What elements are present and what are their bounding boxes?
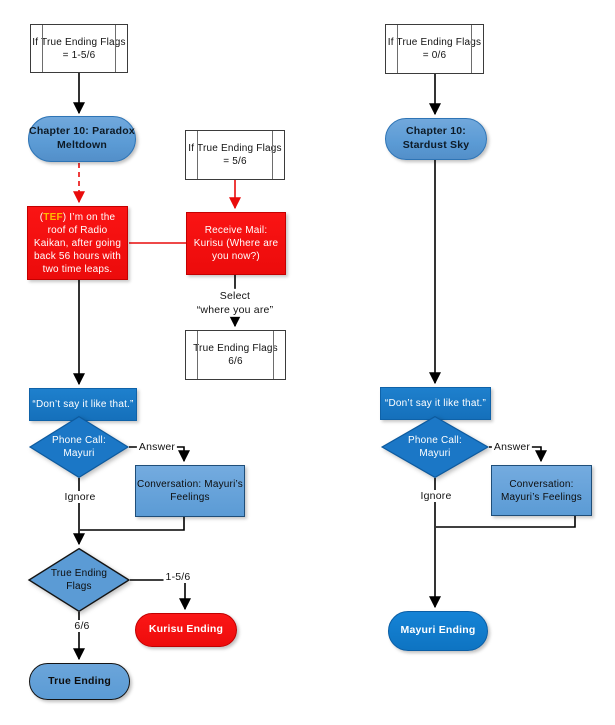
flags-decision-text: True Ending Flags	[50, 568, 108, 592]
kurisu-ending-text: Kurisu Ending	[148, 623, 224, 636]
ignore-label-left: Ignore	[62, 491, 98, 503]
conversation-box-right-text: Conversation: Mayuri’s Feelings	[500, 478, 583, 503]
answer-label-left: Answer	[136, 441, 178, 453]
conversation-box-left: Conversation: Mayuri’s Feelings	[135, 465, 245, 517]
receive-mail-node: Receive Mail: Kurisu (Where are you now?…	[186, 212, 286, 275]
quote-dont-say-left-text: “Don’t say it like that.”	[32, 399, 134, 410]
tef-paren-open: (	[39, 211, 44, 223]
true-ending-text: True Ending	[48, 674, 111, 687]
diamond-shape	[29, 416, 129, 478]
condition-flags-5-text: If True Ending Flags = 5/6	[188, 143, 282, 167]
branch-label-6-6: 6/6	[72, 620, 92, 632]
tef-rest-text: ) I’m on the roof of Radio Kaikan, after…	[33, 211, 122, 275]
tef-mail-note: (TEF) I’m on the roof of Radio Kaikan, a…	[27, 206, 128, 280]
condition-flags-0: If True Ending Flags = 0/6	[385, 24, 484, 74]
conversation-box-left-text: Conversation: Mayuri’s Feelings	[137, 479, 243, 503]
phone-call-decision-left-text: Phone Call: Mayuri	[52, 435, 106, 459]
tef-highlight: TEF	[43, 211, 63, 223]
ignore-label-right: Ignore	[418, 490, 454, 502]
true-ending-node: True Ending	[29, 663, 130, 700]
quote-dont-say-right: “Don’t say it like that.”	[380, 387, 491, 420]
receive-mail-text: Receive Mail: Kurisu (Where are you now?…	[193, 225, 279, 262]
chapter-paradox-meltdown-text: Chapter 10: Paradox Meltdown	[29, 125, 135, 151]
flags-66-node: True Ending Flags 6/6	[185, 330, 286, 380]
conversation-box-right: Conversation: Mayuri’s Feelings	[491, 465, 592, 516]
answer-label-right: Answer	[491, 441, 533, 453]
condition-flags-1-5-text: If True Ending Flags = 1-5/6	[32, 36, 126, 61]
mayuri-ending-text: Mayuri Ending	[400, 624, 476, 637]
edge-conv-return-right	[436, 516, 576, 528]
condition-flags-1-5: If True Ending Flags = 1-5/6	[30, 24, 128, 73]
flags-decision: True Ending Flags	[28, 548, 130, 612]
chapter-stardust-sky-text: Chapter 10: Stardust Sky	[402, 125, 470, 151]
phone-call-decision-right: Phone Call: Mayuri	[381, 416, 489, 478]
select-label-line2: “where you are”	[196, 304, 274, 316]
edge-conv-return-left	[80, 517, 185, 531]
diamond-shape	[28, 548, 130, 612]
branch-label-1-5-6: 1-5/6	[163, 571, 193, 583]
kurisu-ending-node: Kurisu Ending	[135, 613, 237, 647]
chapter-stardust-sky: Chapter 10: Stardust Sky	[385, 118, 487, 160]
mayuri-ending-node: Mayuri Ending	[388, 611, 488, 651]
diamond-shape	[381, 416, 489, 478]
phone-call-decision-right-text: Phone Call: Mayuri	[408, 435, 462, 459]
condition-flags-5: If True Ending Flags = 5/6	[185, 130, 285, 180]
chapter-paradox-meltdown: Chapter 10: Paradox Meltdown	[28, 116, 136, 162]
flags-66-text: True Ending Flags 6/6	[193, 343, 278, 367]
phone-call-decision-left: Phone Call: Mayuri	[29, 416, 129, 478]
tef-mail-note-text: (TEF) I’m on the roof of Radio Kaikan, a…	[31, 211, 124, 276]
select-where-you-are-label: Select “where you are”	[194, 288, 276, 318]
select-label-line1: Select	[219, 289, 251, 302]
condition-flags-0-text: If True Ending Flags = 0/6	[387, 37, 482, 61]
quote-dont-say-right-text: “Don’t say it like that.”	[384, 398, 487, 409]
edge-to-kurisu	[130, 579, 191, 611]
